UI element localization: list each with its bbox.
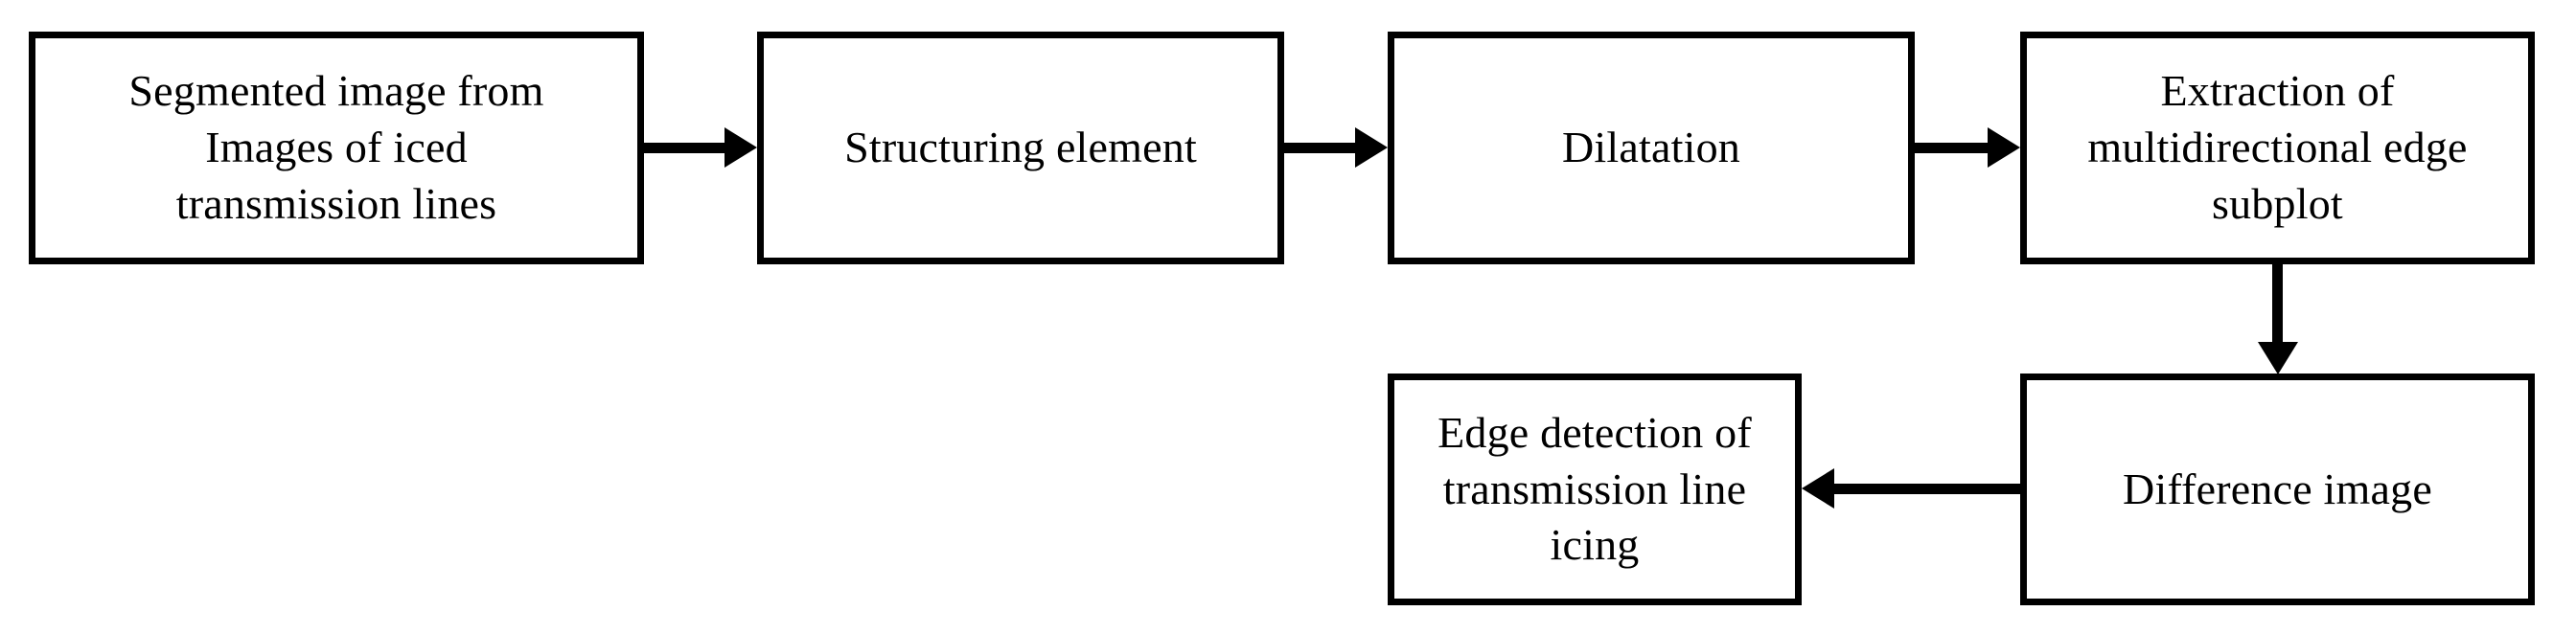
node-structuring-element[interactable]: Structuring element — [757, 32, 1284, 264]
edge-structuring-to-dilatation-arrowhead — [1355, 127, 1388, 168]
node-extraction-multidirectional-edge-subplot-label: Extraction of multidirectional edge subp… — [2087, 66, 2468, 228]
edge-structuring-to-dilatation-line — [1284, 143, 1361, 153]
edge-segmented-to-structuring-line — [644, 143, 730, 153]
node-edge-detection-icing[interactable]: Edge detection of transmission line icin… — [1388, 374, 1802, 605]
node-dilatation[interactable]: Dilatation — [1388, 32, 1915, 264]
node-dilatation-label: Dilatation — [1562, 123, 1740, 172]
node-structuring-element-label: Structuring element — [844, 123, 1197, 172]
node-edge-detection-icing-label: Edge detection of transmission line icin… — [1438, 407, 1752, 570]
edge-extraction-to-difference-arrowhead — [2258, 342, 2298, 374]
edge-dilatation-to-extraction-arrowhead — [1988, 127, 2020, 168]
edge-extraction-to-difference-line — [2272, 264, 2283, 351]
edge-segmented-to-structuring-arrowhead — [724, 127, 757, 168]
edge-difference-to-edgedetection-arrowhead — [1802, 468, 1834, 509]
edge-difference-to-edgedetection-line — [1832, 484, 2020, 494]
node-segmented-image[interactable]: Segmented image from Images of iced tran… — [29, 32, 644, 264]
node-extraction-multidirectional-edge-subplot[interactable]: Extraction of multidirectional edge subp… — [2020, 32, 2535, 264]
node-difference-image[interactable]: Difference image — [2020, 374, 2535, 605]
edge-dilatation-to-extraction-line — [1915, 143, 1993, 153]
node-segmented-image-label: Segmented image from Images of iced tran… — [128, 66, 544, 228]
node-difference-image-label: Difference image — [2123, 464, 2432, 513]
